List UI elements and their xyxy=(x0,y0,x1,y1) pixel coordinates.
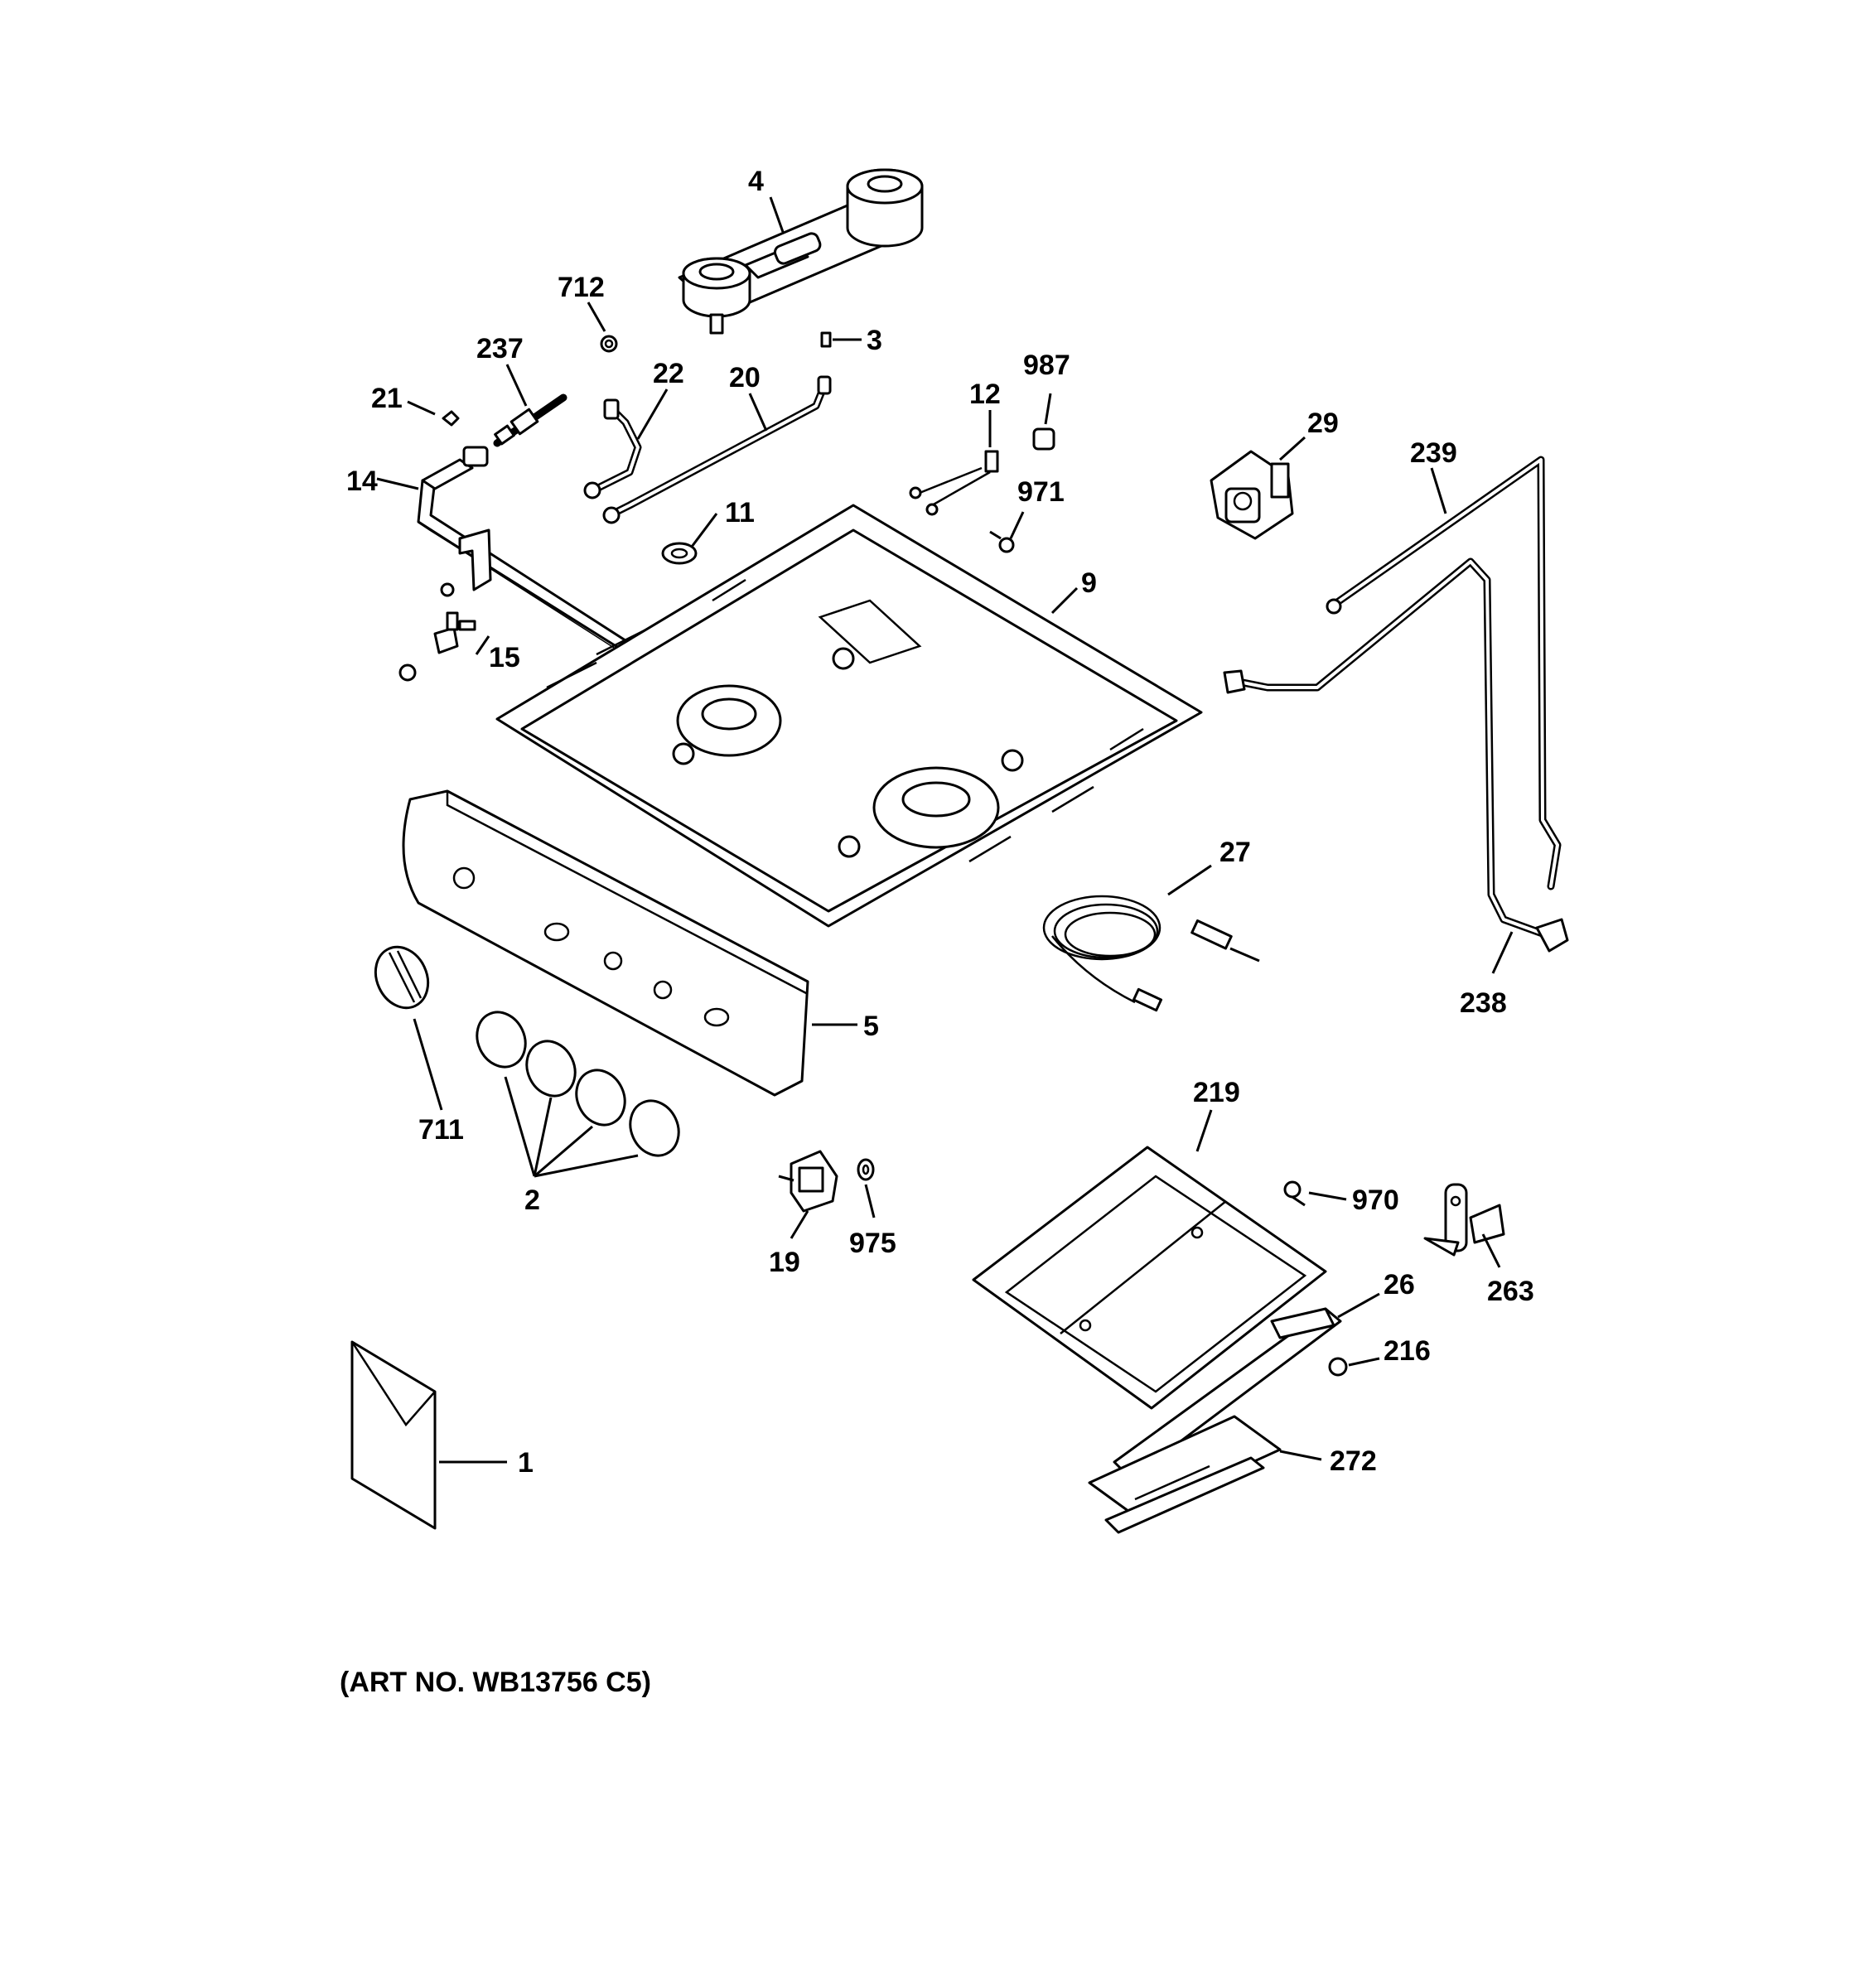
callout-975: 975 xyxy=(849,1228,896,1259)
callout-21: 21 xyxy=(371,383,403,414)
switch-19-part xyxy=(778,1150,838,1213)
art-number: (ART NO. WB13756 C5) xyxy=(340,1667,651,1698)
callout-22: 22 xyxy=(653,358,684,389)
burner-box-9-part xyxy=(495,504,1203,928)
callout-970: 970 xyxy=(1352,1185,1399,1216)
callout-971: 971 xyxy=(1017,476,1065,508)
fitting-237-part xyxy=(442,393,567,447)
callout-9: 9 xyxy=(1081,567,1097,599)
callout-219: 219 xyxy=(1193,1077,1240,1108)
callout-987: 987 xyxy=(1023,350,1070,381)
callout-1: 1 xyxy=(518,1447,534,1479)
callout-237: 237 xyxy=(476,333,524,364)
nut-small-part xyxy=(398,582,455,682)
tube-22-part xyxy=(583,398,642,499)
grommet-987-part xyxy=(1032,427,1055,451)
callout-712: 712 xyxy=(558,272,605,303)
callout-labels: 4 712 3 237 22 20 987 12 29 21 239 14 97… xyxy=(346,166,1534,1479)
callout-2: 2 xyxy=(524,1185,540,1216)
igniter-263-part xyxy=(1423,1183,1505,1257)
bracket-272-part xyxy=(1088,1415,1282,1534)
callout-711: 711 xyxy=(418,1114,464,1146)
nut-216-part xyxy=(1328,1357,1348,1377)
callout-216: 216 xyxy=(1384,1335,1431,1367)
literature-1-part xyxy=(350,1340,437,1530)
knobs-2-part xyxy=(476,1011,680,1157)
gas-valve-29-part xyxy=(1210,450,1294,540)
tube-20-part xyxy=(602,375,832,524)
screw-971-part xyxy=(989,530,1015,553)
nut-11-part xyxy=(661,542,698,565)
callout-5: 5 xyxy=(863,1011,879,1042)
bracket-12-part xyxy=(909,450,999,516)
callout-263: 263 xyxy=(1487,1276,1534,1307)
tube-238-part xyxy=(1223,557,1569,953)
orifice-3-part xyxy=(820,331,832,348)
callout-238: 238 xyxy=(1460,987,1507,1019)
shield-219-part xyxy=(972,1146,1327,1410)
callout-4: 4 xyxy=(748,166,764,197)
tube-239-part xyxy=(1326,456,1562,890)
callout-19: 19 xyxy=(769,1247,800,1278)
knob-711-part xyxy=(374,945,430,1010)
washer-975-part xyxy=(857,1158,875,1181)
burner-assembly-part xyxy=(678,168,924,335)
callout-29: 29 xyxy=(1307,408,1339,439)
callout-15: 15 xyxy=(489,642,520,673)
callout-20: 20 xyxy=(729,362,761,393)
callout-272: 272 xyxy=(1330,1445,1377,1477)
callout-3: 3 xyxy=(867,325,882,356)
callout-14: 14 xyxy=(346,466,378,497)
igniter-switch-15-part xyxy=(433,611,476,654)
thermocouple-27-part xyxy=(1042,895,1260,1012)
callout-239: 239 xyxy=(1410,437,1457,469)
control-panel-5-part xyxy=(402,789,809,1097)
callout-27: 27 xyxy=(1219,837,1251,868)
screw-970-part xyxy=(1283,1180,1306,1207)
leader-lines xyxy=(376,196,1514,1464)
nut-712-part xyxy=(600,335,618,353)
callout-11: 11 xyxy=(725,497,755,528)
callout-26: 26 xyxy=(1384,1269,1415,1300)
callout-12: 12 xyxy=(969,379,1001,410)
